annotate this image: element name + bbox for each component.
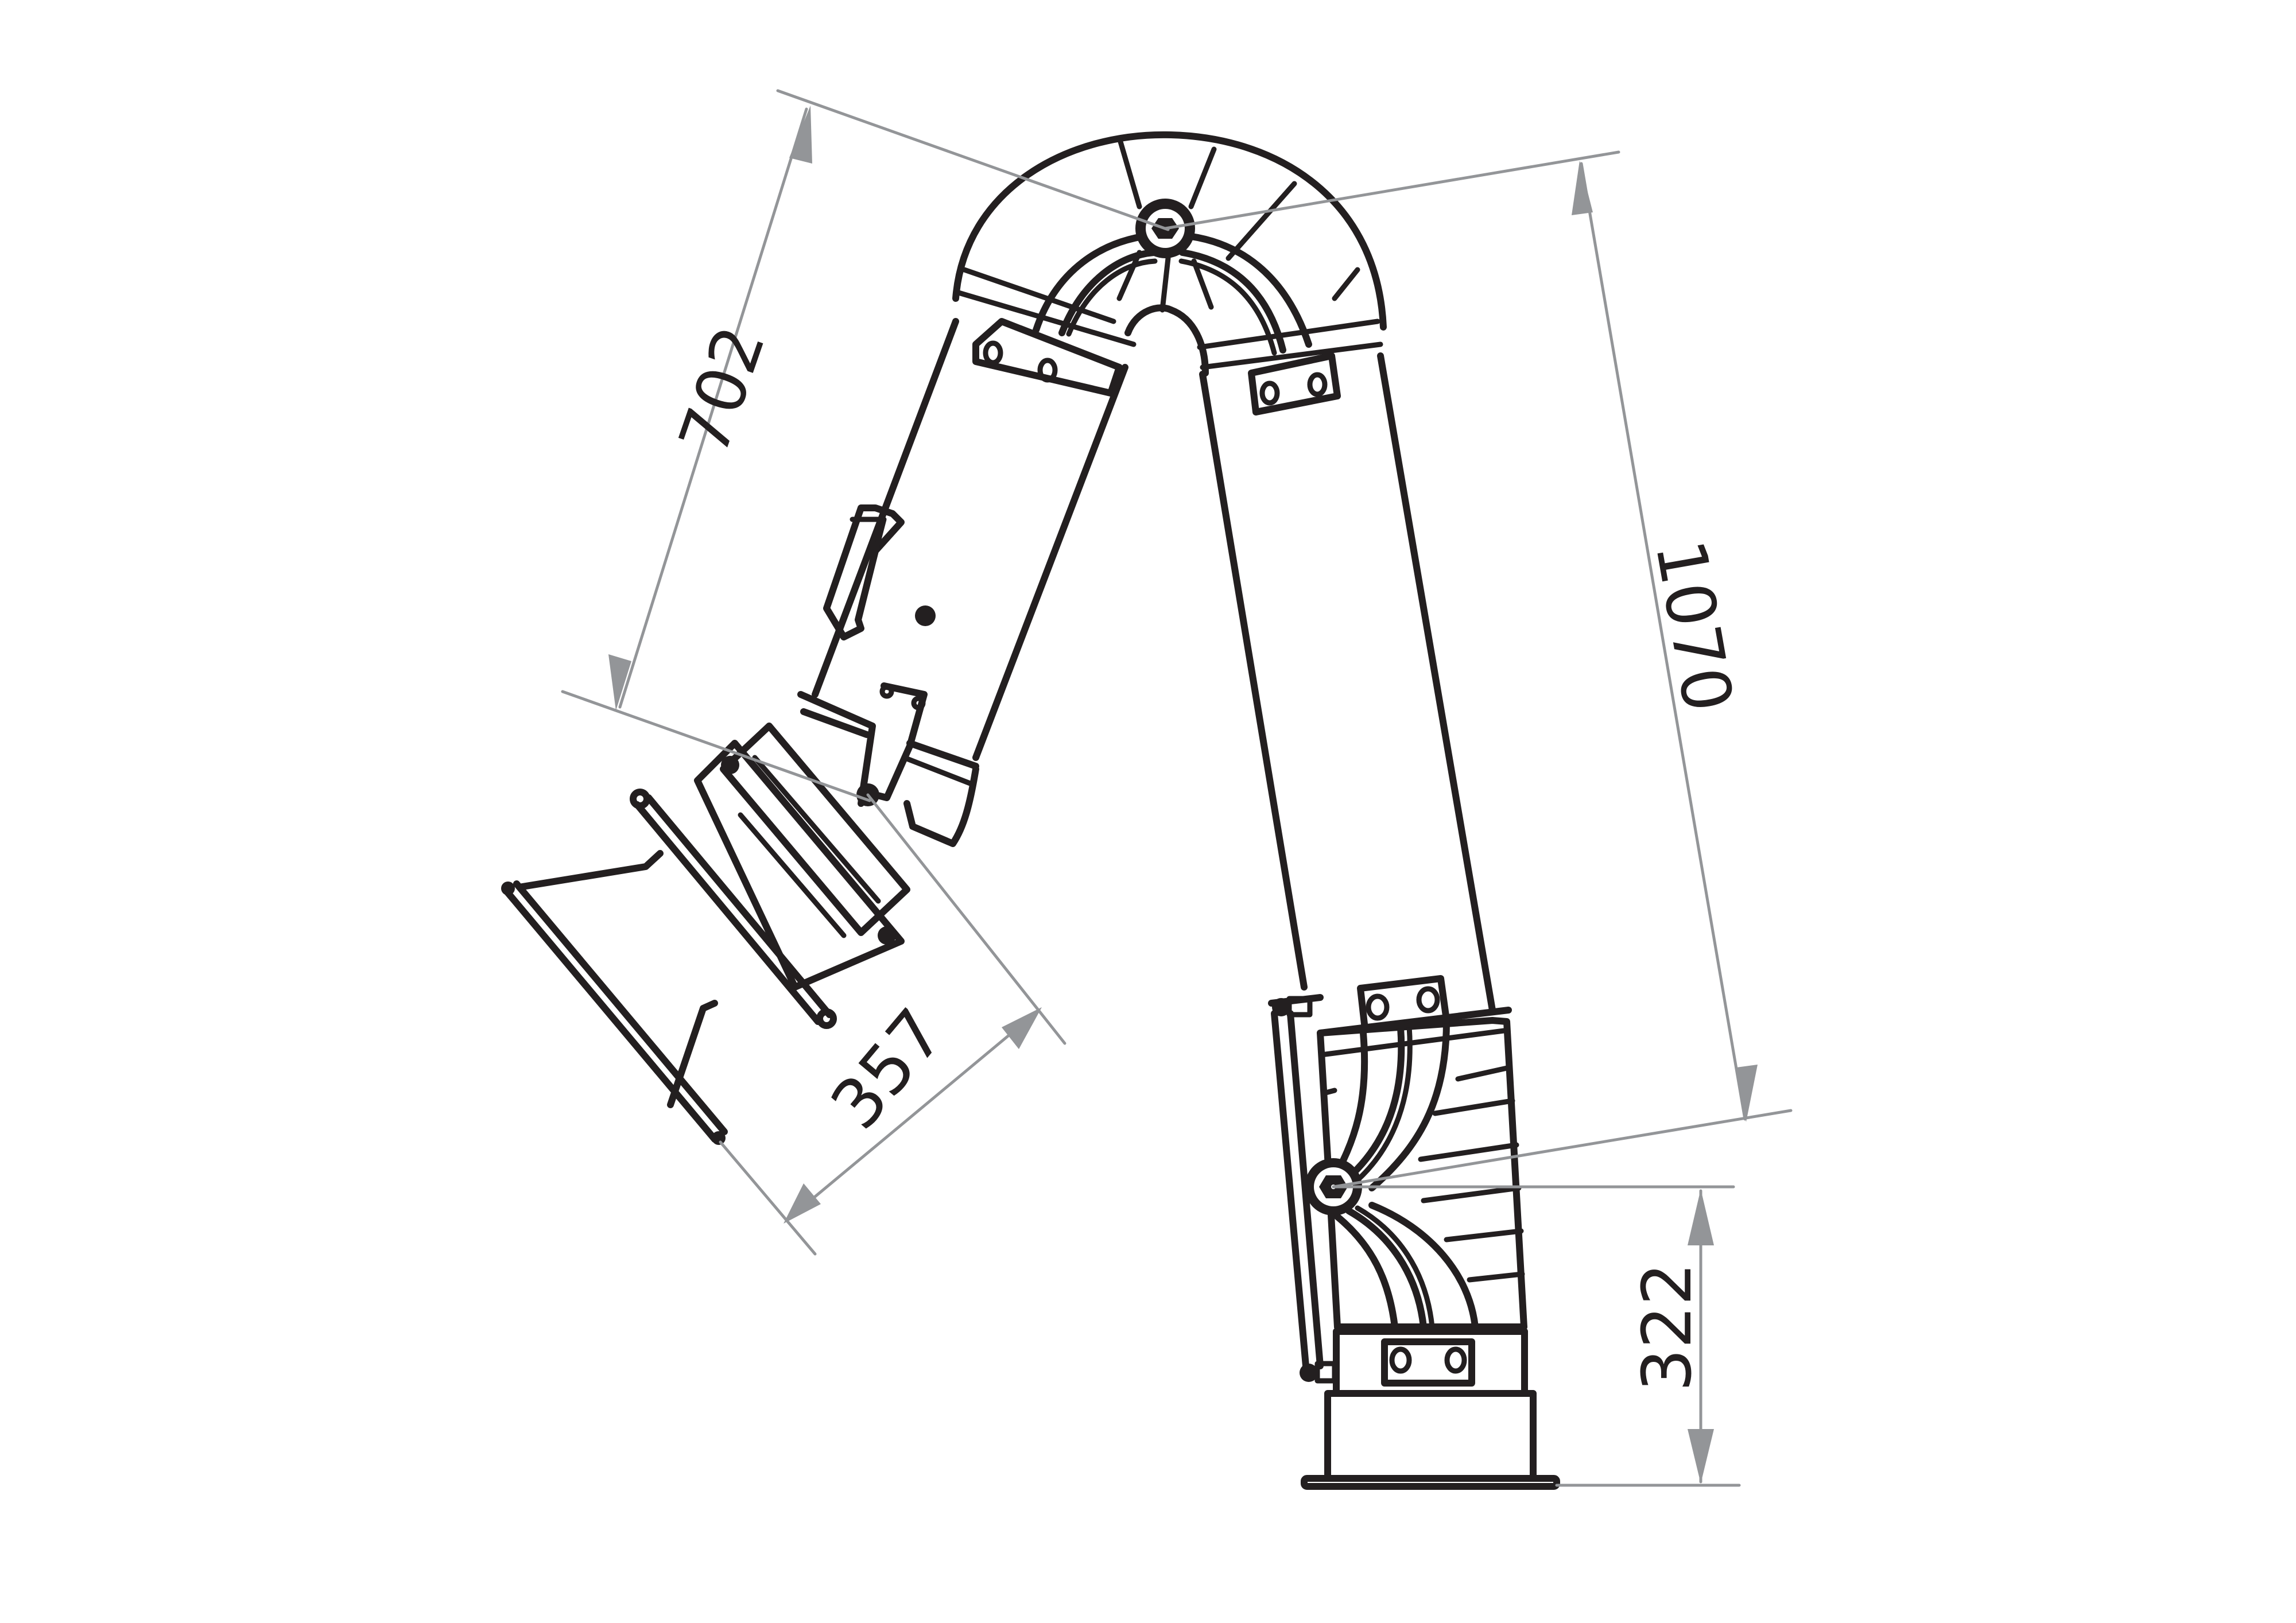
dimension-702: 702 (561, 89, 1170, 802)
extraction-hood (501, 723, 910, 1145)
dimension-label-1070: 1070 (1640, 534, 1748, 718)
dimension-label-702: 702 (664, 316, 781, 464)
top-elbow-joint (952, 131, 1387, 416)
dimension-label-357: 357 (816, 994, 959, 1144)
lower-arm-tube (1199, 352, 1496, 1014)
dimension-357: 357 (719, 793, 1066, 1256)
dimension-322: 322 (1332, 1185, 1741, 1487)
upper-arm-tube (812, 318, 1128, 786)
dimension-label-322: 322 (1627, 1263, 1707, 1392)
wall-mount-base (1301, 1328, 1560, 1490)
rivet (915, 605, 936, 626)
lower-elbow-joint (1305, 975, 1527, 1330)
gas-spring-strut (1268, 994, 1337, 1384)
